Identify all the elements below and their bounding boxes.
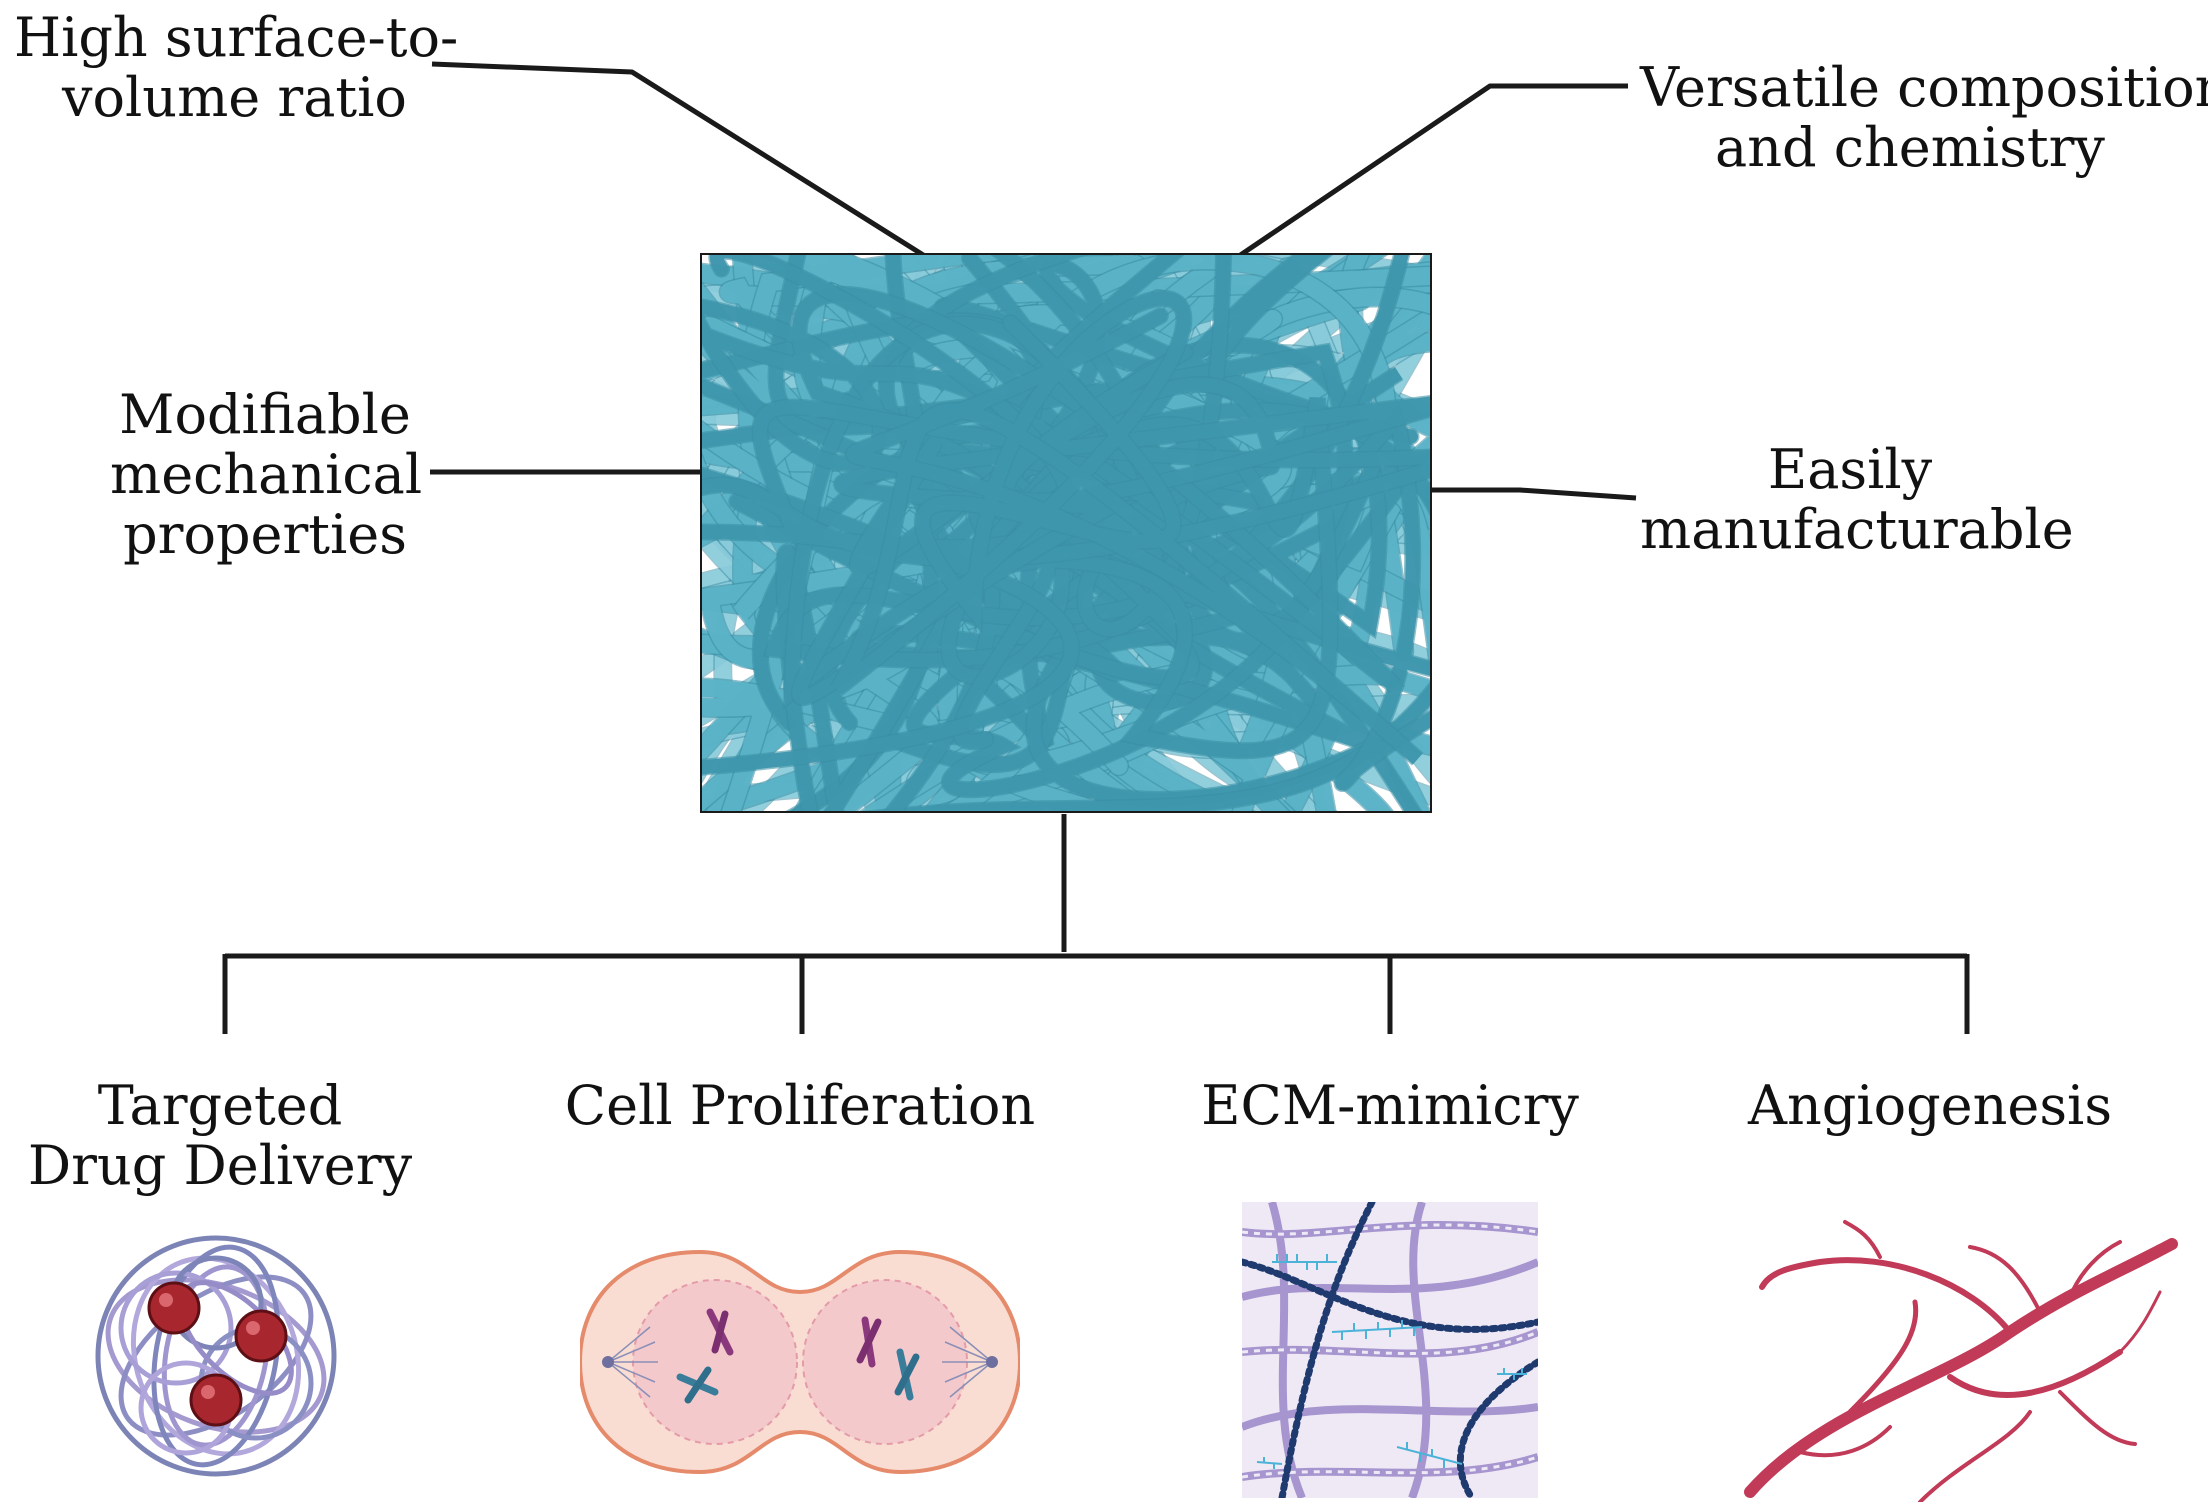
- nanoparticles: [147, 1281, 288, 1427]
- connector-top-left: [431, 61, 930, 261]
- application-label-drug-delivery: Targeted Drug Delivery: [27, 1074, 413, 1197]
- nanofiber-mat-image: [700, 253, 1432, 813]
- connector-top-right: [1234, 83, 1628, 261]
- property-label-surface-ratio: High surface-to- volume ratio: [14, 6, 459, 129]
- blood-vessel-icon: [1744, 1220, 2178, 1502]
- property-label-manufacturable: Easily manufacturable: [1640, 438, 2074, 561]
- fiber: [769, 253, 1403, 807]
- application-label-angiogenesis: Angiogenesis: [1747, 1074, 2113, 1137]
- application-label-cell-proliferation: Cell Proliferation: [564, 1074, 1036, 1137]
- fiber: [700, 287, 1400, 692]
- ecm-network-icon: [1242, 1202, 1538, 1498]
- connector-mid-right: [1432, 487, 1637, 501]
- fiber: [831, 291, 1423, 765]
- drug-delivery-icon: [95, 1235, 337, 1477]
- application-label-ecm-mimicry: ECM-mimicry: [1201, 1074, 1579, 1137]
- fiber: [738, 253, 1252, 813]
- property-label-mechanical: Modifiable mechanical properties: [110, 383, 423, 566]
- property-label-versatile-composition: Versatile composition and chemistry: [1640, 56, 2208, 179]
- cell-division-icon: [580, 1249, 1020, 1475]
